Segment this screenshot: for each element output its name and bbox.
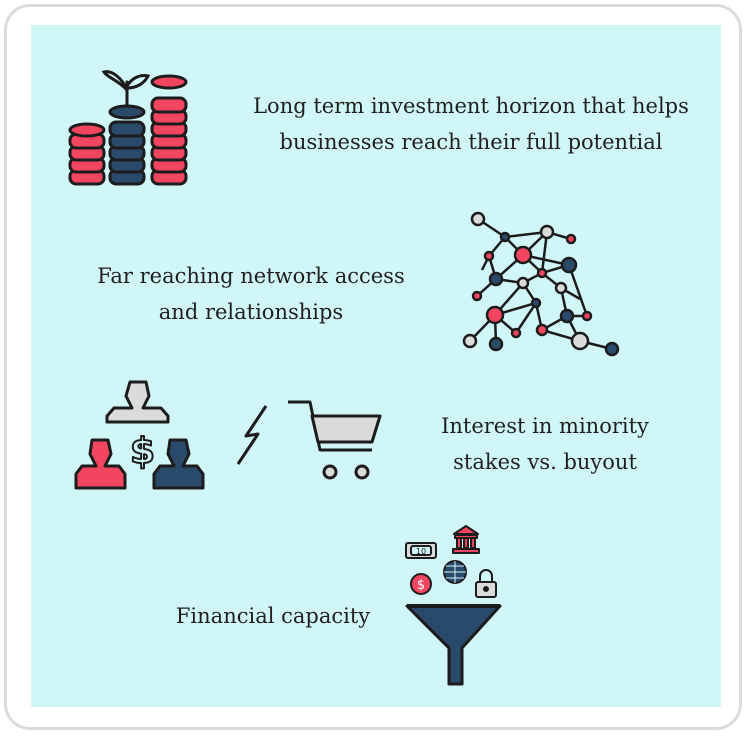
item-2-line-1: Far reaching network access: [97, 264, 405, 288]
globe-icon: [443, 560, 467, 584]
shopping-cart-icon: [288, 400, 382, 480]
network-nodes-icon: [462, 211, 620, 357]
item-2-text: Far reaching network access and relation…: [86, 258, 416, 330]
lightning-icon: [236, 405, 268, 465]
item-1-line-1: Long term investment horizon that helps: [253, 94, 689, 118]
item-1-text: Long term investment horizon that helps …: [236, 88, 706, 160]
finance-funnel-icon: 10 $: [405, 525, 502, 686]
lock-icon: [475, 569, 497, 598]
item-4-line-1: Financial capacity: [175, 604, 371, 628]
content-panel: [31, 25, 721, 707]
item-3-line-2: stakes vs. buyout: [453, 450, 637, 474]
person-gray-icon: [105, 380, 170, 424]
item-1-line-2: businesses reach their full potential: [279, 130, 663, 154]
banknote-icon: 10: [405, 542, 437, 559]
people-money-cart-icon: $: [74, 380, 382, 490]
item-3-line-1: Interest in minority: [441, 414, 649, 438]
funnel-icon: [405, 604, 502, 686]
item-3-text: Interest in minority stakes vs. buyout: [410, 408, 680, 480]
person-navy-icon: [152, 438, 205, 490]
bank-icon: [452, 525, 480, 554]
item-4-text: Financial capacity: [166, 598, 380, 634]
coin-stacks-plant-icon: [68, 70, 188, 186]
svg-text:$: $: [417, 578, 425, 593]
person-red-icon: [74, 438, 127, 490]
item-2-line-2: and relationships: [158, 300, 344, 324]
dollar-sign-icon: $: [130, 431, 155, 472]
banknote-value: 10: [416, 547, 426, 556]
dollar-coin-icon: $: [410, 573, 432, 595]
